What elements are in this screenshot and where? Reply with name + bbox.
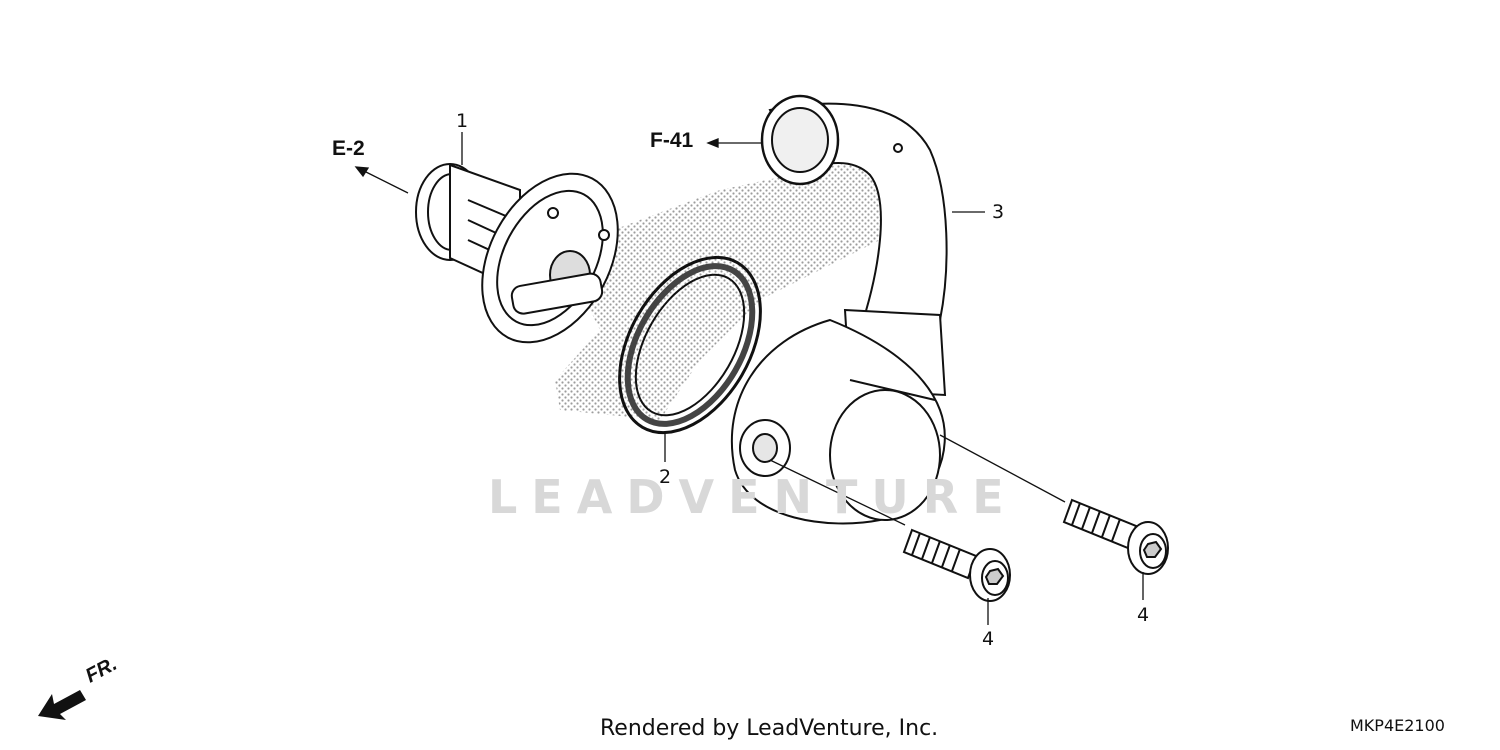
thermostat-cover-hose-icon [730,94,948,525]
callout-2: 2 [659,466,672,488]
flange-bolt-icon [902,498,1169,602]
diagram-code: MKP4E2100 [1350,716,1445,735]
callout-1: 1 [456,110,469,132]
watermark: LEADVENTURE [488,470,1018,524]
thermostat-icon [415,163,619,344]
callout-4-left: 4 [982,628,995,650]
callout-4-right: 4 [1137,604,1150,626]
reference-f-41: F-41 [650,129,694,152]
render-credit: Rendered by LeadVenture, Inc. [600,716,939,741]
reference-arrows [354,138,762,194]
front-direction-arrow-icon [38,690,86,720]
callout-3: 3 [992,201,1005,223]
o-ring-icon [618,255,762,435]
reference-e-2: E-2 [332,137,365,160]
leader-lines [461,132,1144,625]
